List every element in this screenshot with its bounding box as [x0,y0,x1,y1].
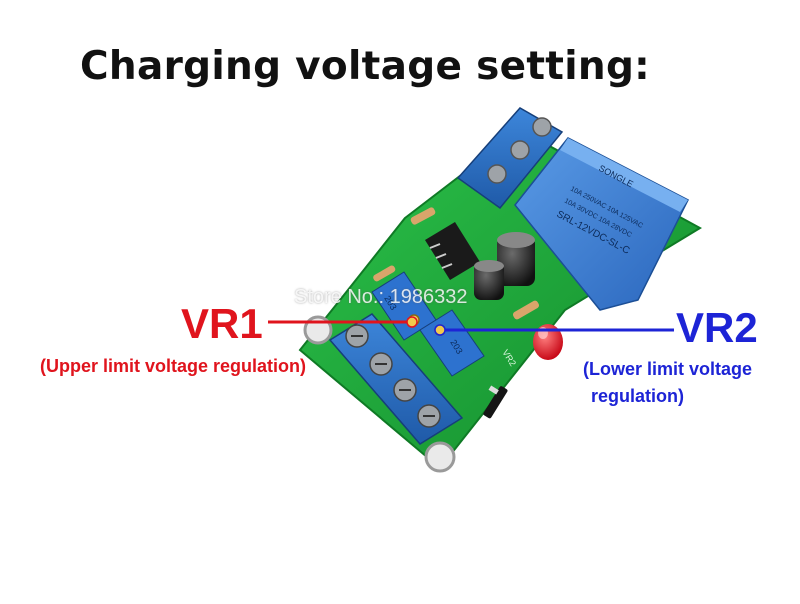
mounting-hole [424,441,456,473]
screw-terminal-top [456,107,564,210]
resistor [373,265,396,282]
resistor [410,207,436,225]
resistor [512,300,540,320]
vr2-description-line1: (Lower limit voltage [583,359,753,379]
relay: SONGLE 10A 250VAC 10A 125VAC 10A 30VDC 1… [514,137,690,311]
diode [483,385,508,419]
store-watermark: Store No.: 1986332 [294,286,468,308]
screw-terminal-bottom [328,313,464,445]
vr2-description-line2: regulation) [591,386,684,406]
vr1-description: (Upper limit voltage regulation) [40,356,307,376]
capacitors [474,232,535,300]
page-title: Charging voltage setting: [80,44,651,89]
vr1-pointer-dot [406,316,418,328]
ic-chip [425,222,480,280]
vr2-label: VR2 [676,304,758,351]
vr2-description: (Lower limit voltage regulation) [583,356,800,410]
vr2-pointer-dot [434,324,446,336]
potentiometer-vr1: 203 [371,271,437,341]
vr1-label: VR1 [181,300,263,347]
